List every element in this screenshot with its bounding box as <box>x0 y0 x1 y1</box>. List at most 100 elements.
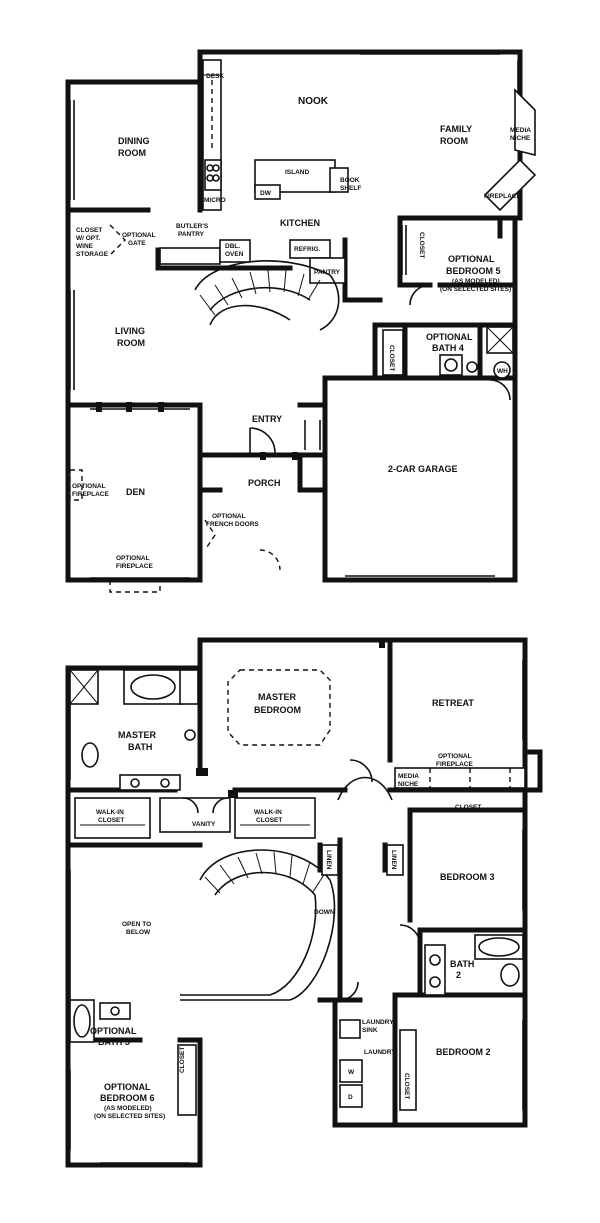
label-pantry: PANTRY <box>314 269 341 276</box>
label-opt-bed6-3: (AS MODELED) <box>104 1105 152 1112</box>
label-opt-fireplace-2: FIREPLACE <box>72 491 110 498</box>
label-closet-wine-4: STORAGE <box>76 251 109 258</box>
label-down: DOWN <box>314 909 335 916</box>
label-closet-hall: CLOSET <box>388 345 395 371</box>
label-master-bed-1: MASTER <box>258 692 297 702</box>
label-opt-french-1: OPTIONAL <box>212 513 246 520</box>
label-laundry-sink-2: SINK <box>362 1027 378 1034</box>
label-media-niche-2: NICHE <box>510 135 531 142</box>
closets-vanity <box>74 768 316 839</box>
label-opt-bath5-2: BATH 5 <box>98 1037 130 1047</box>
label-book-shelf-2: SHELF <box>340 185 361 192</box>
label-media-niche-1: MEDIA <box>510 127 531 134</box>
label-laundry: LAUNDRY <box>364 1049 396 1056</box>
second-floor-walls <box>65 637 543 1168</box>
label-linen-right: LINEN <box>390 850 397 870</box>
label-vanity: VANITY <box>192 821 216 828</box>
label-dryer: D <box>348 1094 353 1101</box>
label-walkin-right-2: CLOSET <box>256 817 282 824</box>
label-closet-bed6: CLOSET <box>179 1047 186 1073</box>
label-media-niche-1: MEDIA <box>398 773 419 780</box>
label-dining-1: DINING <box>118 136 150 146</box>
label-butlers-2: PANTRY <box>178 231 205 238</box>
label-opt-bed5-3: (AS MODELED) <box>452 278 500 285</box>
label-master-bath-2: BATH <box>128 742 152 752</box>
first-floor-labels: DESK NOOK FAMILY ROOM MEDIA NICHE FIREPL… <box>72 73 531 570</box>
label-bath2-1: BATH <box>450 959 474 969</box>
first-floor-plan: DESK NOOK FAMILY ROOM MEDIA NICHE FIREPL… <box>65 49 537 593</box>
label-closet-bed5: CLOSET <box>418 232 425 258</box>
label-walkin-right-1: WALK-IN <box>254 809 282 816</box>
label-dining-2: ROOM <box>118 148 146 158</box>
label-closet-wine-2: W/ OPT. <box>76 235 100 242</box>
label-dbl-oven-2: OVEN <box>225 251 244 258</box>
den-fireplaces <box>69 469 161 593</box>
label-opt-fireplace-2: FIREPLACE <box>436 761 474 768</box>
label-closet-bed2: CLOSET <box>403 1073 410 1099</box>
label-opt-bed6-2: BEDROOM 6 <box>100 1093 155 1103</box>
label-closet-wine-3: WINE <box>76 243 94 250</box>
label-family-room-2: ROOM <box>440 136 468 146</box>
label-washer: W <box>348 1069 355 1076</box>
second-floor-stair <box>180 849 336 1001</box>
first-floor-doors <box>109 224 511 571</box>
first-floor-stair <box>194 260 340 331</box>
label-wh: WH <box>497 368 508 375</box>
label-living-1: LIVING <box>115 326 145 336</box>
kitchen-counters <box>159 59 349 284</box>
bath2-fixtures <box>399 924 524 996</box>
master-bath-fixtures <box>69 669 199 791</box>
label-bedroom3: BEDROOM 3 <box>440 872 495 882</box>
label-nook: NOOK <box>298 96 329 107</box>
label-media-niche-2: NICHE <box>398 781 419 788</box>
label-micro: MICRO <box>204 197 226 204</box>
label-closet-wine-1: CLOSET <box>76 227 102 234</box>
second-floor-labels: MASTER BEDROOM RETREAT MASTER BATH MEDIA… <box>90 692 495 1120</box>
label-master-bath-1: MASTER <box>118 730 157 740</box>
linen-closets <box>321 844 404 876</box>
label-open-below-2: BELOW <box>126 929 151 936</box>
family-fireplace <box>483 88 537 212</box>
label-desk: DESK <box>206 73 224 80</box>
label-closet-bed3: CLOSET <box>455 804 481 811</box>
label-opt-fireplace-den-2: FIREPLACE <box>116 563 154 570</box>
label-opt-bed5-4: (ON SELECTED SITES) <box>440 286 511 293</box>
label-butlers-1: BUTLER'S <box>176 223 209 230</box>
label-book-shelf-1: BOOK <box>340 177 360 184</box>
label-living-2: ROOM <box>117 338 145 348</box>
second-floor-plan: MASTER BEDROOM RETREAT MASTER BATH MEDIA… <box>65 637 543 1168</box>
label-opt-fireplace-1: OPTIONAL <box>438 753 472 760</box>
label-opt-bed6-1: OPTIONAL <box>104 1082 151 1092</box>
label-opt-french-2: FRENCH DOORS <box>206 521 259 528</box>
second-floor-windows <box>69 640 524 1164</box>
bath4-fixtures <box>382 326 514 379</box>
label-linen-left: LINEN <box>325 850 332 870</box>
label-opt-fireplace-den-1: OPTIONAL <box>116 555 150 562</box>
label-opt-bath4-1: OPTIONAL <box>426 332 473 342</box>
label-dw: DW <box>260 190 272 197</box>
label-bedroom2: BEDROOM 2 <box>436 1047 491 1057</box>
tray-ceiling <box>227 669 331 746</box>
label-fireplace: FIREPLACE <box>484 193 522 200</box>
label-den: DEN <box>126 487 145 497</box>
label-garage: 2-CAR GARAGE <box>388 464 458 474</box>
label-family-room-1: FAMILY <box>440 124 472 134</box>
label-opt-bed6-4: (ON SELECTED SITES) <box>94 1113 165 1120</box>
label-master-bed-2: BEDROOM <box>254 705 301 715</box>
label-walkin-left-1: WALK-IN <box>96 809 124 816</box>
label-opt-bed5-1: OPTIONAL <box>448 254 495 264</box>
label-opt-bed5-2: BEDROOM 5 <box>446 266 501 276</box>
label-dbl-oven-1: DBL. <box>225 243 240 250</box>
label-opt-gate-2: GATE <box>128 240 146 247</box>
label-walkin-left-2: CLOSET <box>98 817 124 824</box>
laundry-fixtures <box>339 981 417 1111</box>
label-open-below-1: OPEN TO <box>122 921 151 928</box>
label-kitchen: KITCHEN <box>280 218 320 228</box>
label-refrig: REFRIG. <box>294 246 321 253</box>
label-bath2-2: 2 <box>456 970 461 980</box>
label-retreat: RETREAT <box>432 698 474 708</box>
label-opt-fireplace-1: OPTIONAL <box>72 483 106 490</box>
retreat-fireplace <box>337 759 526 801</box>
label-opt-bath5-1: OPTIONAL <box>90 1026 137 1036</box>
